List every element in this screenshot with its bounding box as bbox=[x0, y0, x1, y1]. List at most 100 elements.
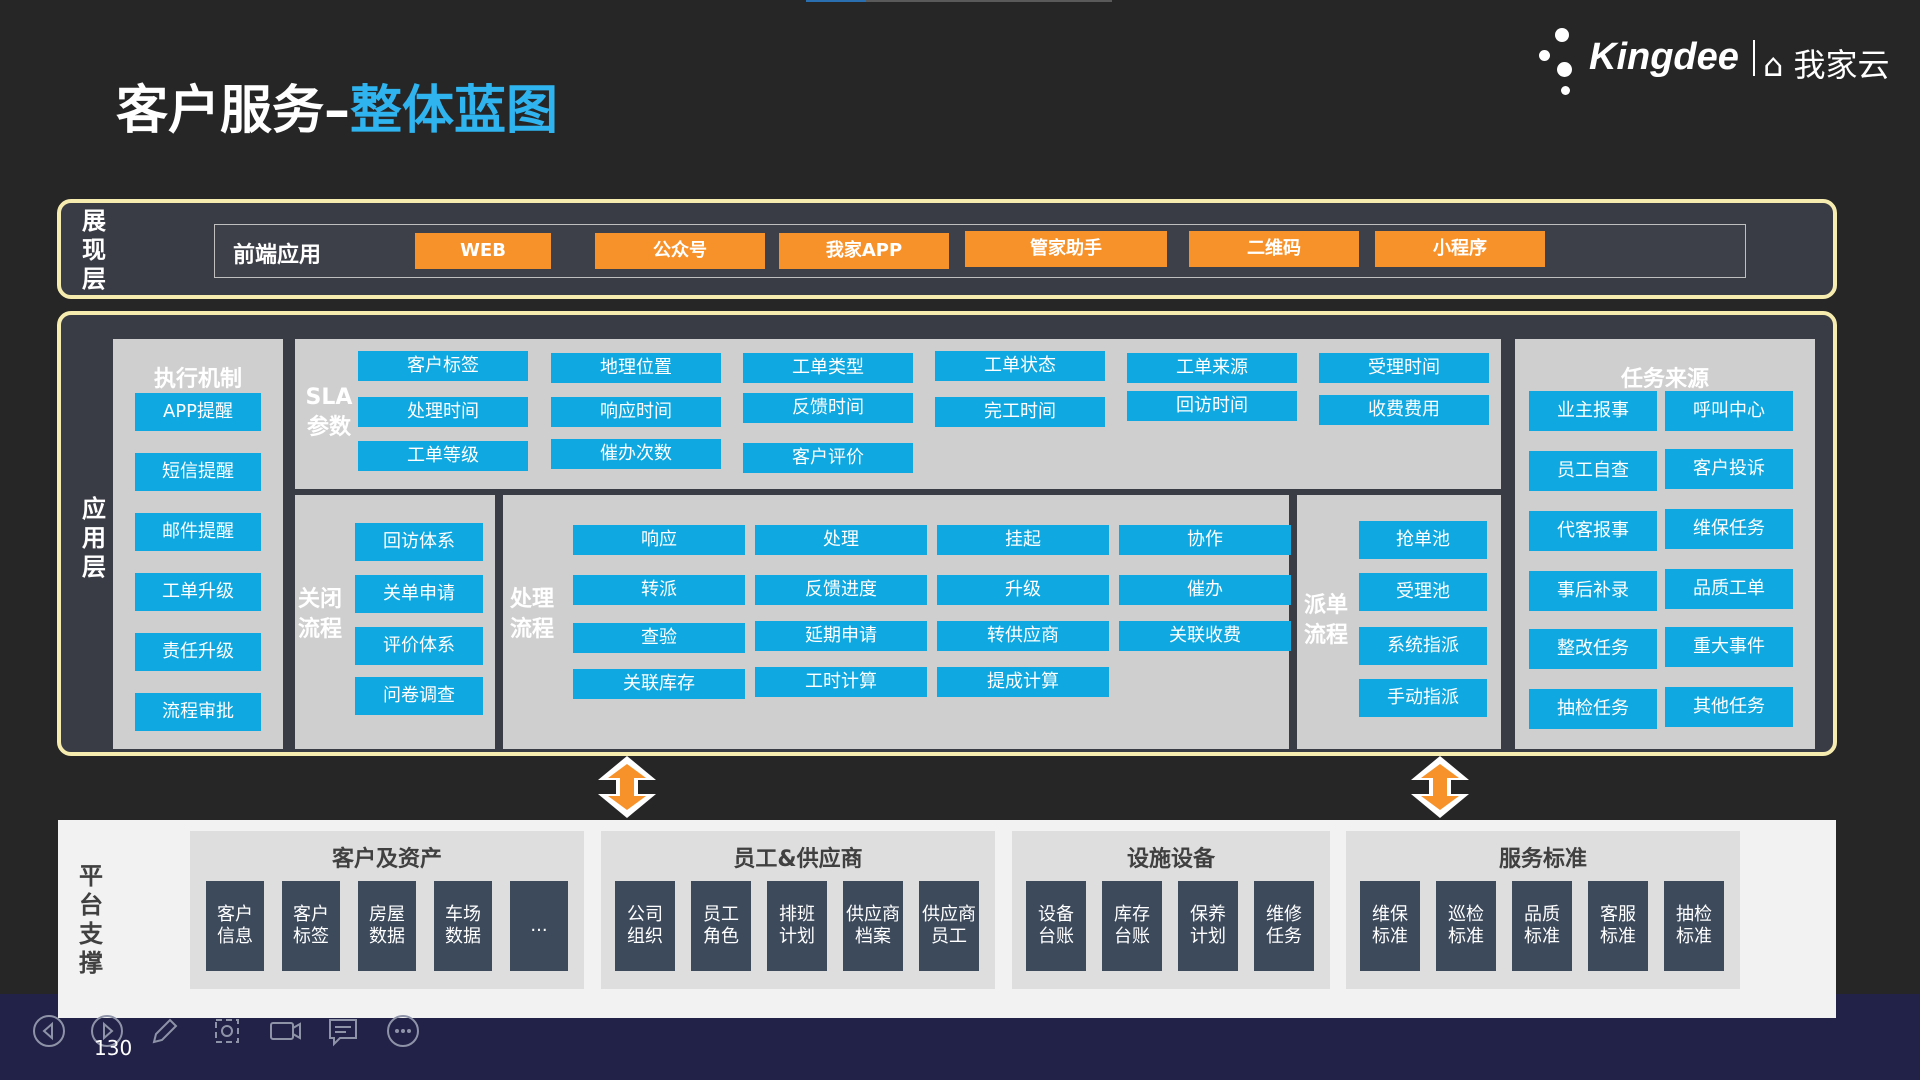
platform-item: 设备台账 bbox=[1026, 881, 1086, 971]
task-item: 其他任务 bbox=[1665, 687, 1793, 727]
page-title: 客户服务–整体蓝图 bbox=[116, 68, 558, 143]
pen-icon[interactable] bbox=[148, 1014, 182, 1048]
exec-item: 流程审批 bbox=[135, 693, 261, 731]
application-layer: 应用层 执行机制 APP提醒 短信提醒 邮件提醒 工单升级 责任升级 流程审批 … bbox=[57, 311, 1837, 756]
process-item: 反馈进度 bbox=[755, 575, 927, 605]
platform-item: 抽检标准 bbox=[1664, 881, 1724, 971]
platform-group: 服务标准 维保标准 巡检标准 品质标准 客服标准 抽检标准 bbox=[1346, 831, 1740, 989]
platform-item: 房屋数据 bbox=[358, 881, 416, 971]
sla-item: 工单等级 bbox=[358, 441, 528, 471]
platform-item: 排班计划 bbox=[767, 881, 827, 971]
process-item: 催办 bbox=[1119, 575, 1291, 605]
title-highlight: 整体蓝图 bbox=[350, 81, 559, 141]
group-title: 服务标准 bbox=[1498, 847, 1587, 872]
channel-miniprogram: 小程序 bbox=[1375, 231, 1545, 267]
frontend-bar: 前端应用 WEB 公众号 我家APP 管家助手 二维码 小程序 bbox=[214, 224, 1746, 278]
closing-item: 回访体系 bbox=[355, 523, 483, 561]
frontend-label: 前端应用 bbox=[233, 243, 322, 268]
sla-item: 工单类型 bbox=[743, 353, 913, 383]
platform-item: 库存台账 bbox=[1102, 881, 1162, 971]
task-item: 重大事件 bbox=[1665, 627, 1793, 667]
platform-layer-label: 平台支撑 bbox=[79, 862, 103, 977]
task-item: 员工自查 bbox=[1529, 451, 1657, 491]
task-item: 业主报事 bbox=[1529, 391, 1657, 431]
platform-group: 客户及资产 客户信息 客户标签 房屋数据 车场数据 ... bbox=[190, 831, 584, 989]
channel-qrcode: 二维码 bbox=[1189, 231, 1359, 267]
sla-item: 工单来源 bbox=[1127, 353, 1297, 383]
dispatch-item: 受理池 bbox=[1359, 573, 1487, 611]
process-item: 升级 bbox=[937, 575, 1109, 605]
sla-title: SLA参数 bbox=[305, 385, 353, 440]
group-title: 员工&供应商 bbox=[733, 847, 863, 872]
more-options-icon[interactable] bbox=[386, 1014, 420, 1048]
sla-item: 受理时间 bbox=[1319, 353, 1489, 383]
task-item: 整改任务 bbox=[1529, 629, 1657, 669]
sla-item: 催办次数 bbox=[551, 439, 721, 469]
platform-item: 车场数据 bbox=[434, 881, 492, 971]
sla-item: 收费费用 bbox=[1319, 395, 1489, 425]
sla-item: 客户标签 bbox=[358, 351, 528, 381]
previous-slide-icon[interactable] bbox=[32, 1014, 66, 1048]
execution-panel: 执行机制 APP提醒 短信提醒 邮件提醒 工单升级 责任升级 流程审批 bbox=[113, 339, 283, 749]
kingdee-logo: Kingdee ⌂ 我家云 bbox=[1535, 26, 1905, 100]
process-item: 挂起 bbox=[937, 525, 1109, 555]
sla-item: 地理位置 bbox=[551, 353, 721, 383]
dispatch-item: 手动指派 bbox=[1359, 679, 1487, 717]
sla-item: 响应时间 bbox=[551, 397, 721, 427]
task-source-title: 任务来源 bbox=[1620, 367, 1709, 392]
task-item: 客户投诉 bbox=[1665, 449, 1793, 489]
channel-app: 我家APP bbox=[779, 233, 949, 269]
sla-panel: SLA参数 客户标签 地理位置 工单类型 工单状态 工单来源 受理时间 处理时间… bbox=[295, 339, 1501, 489]
processing-panel: 处理流程 响应 处理 挂起 协作 转派 反馈进度 升级 催办 查验 延期申请 转… bbox=[503, 495, 1291, 749]
process-item: 查验 bbox=[573, 623, 745, 653]
exec-item: 工单升级 bbox=[135, 573, 261, 611]
platform-item: ... bbox=[510, 881, 568, 971]
task-source-panel: 任务来源 业主报事 呼叫中心 员工自查 客户投诉 代客报事 维保任务 事后补录 … bbox=[1515, 339, 1815, 749]
channel-butler: 管家助手 bbox=[965, 231, 1167, 267]
logo-divider bbox=[1753, 40, 1755, 76]
top-progress-track bbox=[806, 0, 1112, 2]
sla-item: 反馈时间 bbox=[743, 393, 913, 423]
exec-item: 邮件提醒 bbox=[135, 513, 261, 551]
presentation-layer-label: 展现层 bbox=[82, 207, 106, 293]
task-item: 事后补录 bbox=[1529, 571, 1657, 611]
slide-number: 130 bbox=[94, 1036, 133, 1060]
process-item: 关联库存 bbox=[573, 669, 745, 699]
platform-layer: 平台支撑 客户及资产 客户信息 客户标签 房屋数据 车场数据 ... 员工&供应… bbox=[58, 820, 1836, 1018]
platform-group: 设施设备 设备台账 库存台账 保养计划 维修任务 bbox=[1012, 831, 1330, 989]
process-item: 转供应商 bbox=[937, 621, 1109, 651]
exec-item: 短信提醒 bbox=[135, 453, 261, 491]
platform-item: 供应商档案 bbox=[843, 881, 903, 971]
platform-item: 维修任务 bbox=[1254, 881, 1314, 971]
sla-item: 回访时间 bbox=[1127, 391, 1297, 421]
up-down-arrow-left-icon bbox=[598, 756, 656, 818]
process-item: 延期申请 bbox=[755, 621, 927, 651]
closing-item: 问卷调查 bbox=[355, 677, 483, 715]
group-title: 客户及资产 bbox=[331, 847, 442, 872]
next-slide-icon[interactable] bbox=[90, 1014, 124, 1048]
platform-item: 客户标签 bbox=[282, 881, 340, 971]
dispatch-title: 派单流程 bbox=[1303, 593, 1348, 648]
process-item: 提成计算 bbox=[937, 667, 1109, 697]
platform-item: 巡检标准 bbox=[1436, 881, 1496, 971]
presentation-layer: 展现层 前端应用 WEB 公众号 我家APP 管家助手 二维码 小程序 bbox=[57, 199, 1837, 299]
platform-item: 供应商员工 bbox=[919, 881, 979, 971]
processing-title: 处理流程 bbox=[509, 587, 554, 642]
zoom-icon[interactable] bbox=[210, 1014, 244, 1048]
camera-icon[interactable] bbox=[268, 1014, 302, 1048]
logo-brand: Kingdee bbox=[1589, 36, 1739, 78]
platform-item: 保养计划 bbox=[1178, 881, 1238, 971]
closing-item: 评价体系 bbox=[355, 627, 483, 665]
dispatch-panel: 派单流程 抢单池 受理池 系统指派 手动指派 bbox=[1297, 495, 1501, 749]
dispatch-item: 抢单池 bbox=[1359, 521, 1487, 559]
process-item: 响应 bbox=[573, 525, 745, 555]
execution-title: 执行机制 bbox=[153, 367, 242, 392]
subtitles-icon[interactable] bbox=[326, 1014, 360, 1048]
channel-wechat: 公众号 bbox=[595, 233, 765, 269]
process-item: 关联收费 bbox=[1119, 621, 1291, 651]
closing-panel: 关闭流程 回访体系 关单申请 评价体系 问卷调查 bbox=[295, 495, 495, 749]
exec-item: 责任升级 bbox=[135, 633, 261, 671]
application-layer-label: 应用层 bbox=[82, 495, 106, 581]
channel-web: WEB bbox=[415, 233, 551, 269]
sla-item: 处理时间 bbox=[358, 397, 528, 427]
